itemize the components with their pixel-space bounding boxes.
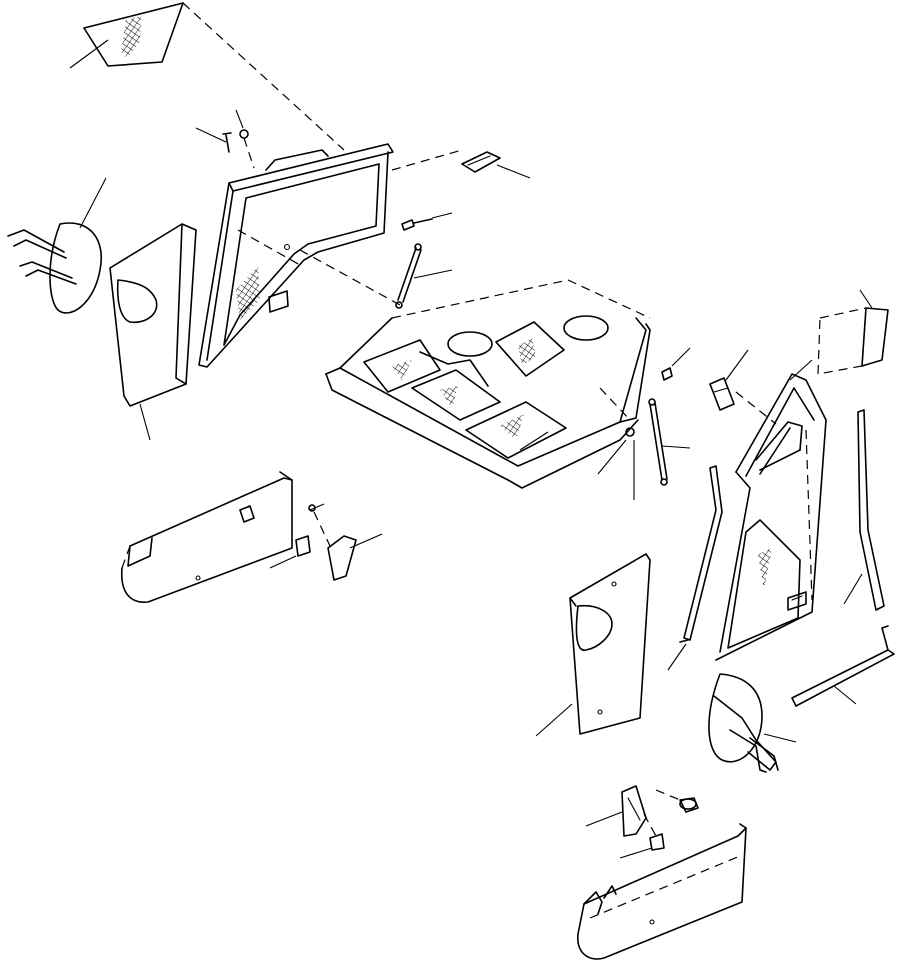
- left-gas-strut: [395, 243, 453, 309]
- left-door-handle: [461, 151, 531, 179]
- left-door-panel: [198, 143, 394, 368]
- right-bolt: [661, 347, 691, 381]
- left-lower-cover: [121, 471, 293, 603]
- left-mirror: [7, 177, 107, 314]
- connector-glass-to-door: [182, 2, 345, 151]
- left-latch-bracket: [269, 503, 383, 581]
- left-inner-cover-plate: [109, 223, 197, 441]
- right-seal-strip-left: [667, 465, 723, 671]
- connector-nut: [243, 137, 255, 169]
- connector-door-strut: [299, 249, 401, 306]
- connector-door-handle: [391, 149, 463, 171]
- right-washer: [597, 427, 635, 500]
- right-window-glass: [817, 289, 889, 375]
- screw: [195, 127, 232, 153]
- right-lower-cover: [577, 823, 747, 960]
- right-mirror: [708, 673, 797, 773]
- right-seal-strip-right: [843, 409, 885, 611]
- right-latch-bracket: [585, 785, 699, 859]
- right-door-panel: [715, 359, 827, 661]
- right-handle-bar: [791, 625, 895, 707]
- right-inner-cover-plate: [535, 553, 651, 737]
- bolt: [401, 212, 453, 231]
- connector-right-handle: [735, 391, 777, 425]
- right-door-handle: [709, 349, 749, 411]
- right-gas-strut: [648, 398, 691, 486]
- nut: [235, 109, 249, 139]
- window-glass-top-left: [69, 2, 184, 69]
- floor-plate: [325, 279, 651, 489]
